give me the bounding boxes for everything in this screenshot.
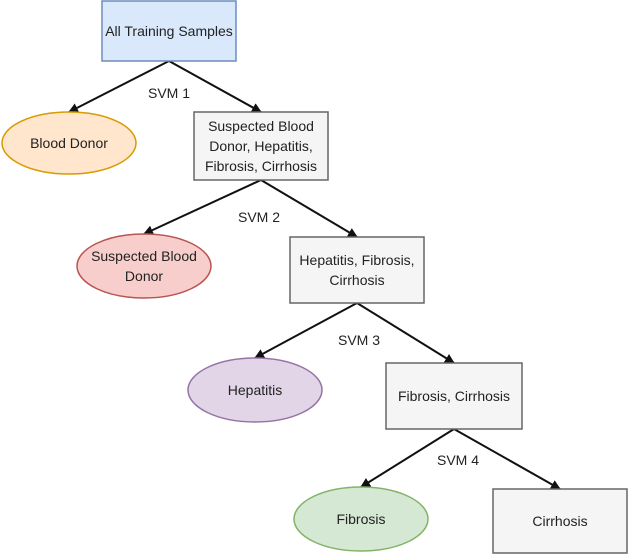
edge-level1-rest-to-level2-rest <box>260 179 358 238</box>
node-label-suspected-blood-donor-line-1: Suspected Blood <box>91 248 197 264</box>
node-shape-level2-rest <box>289 236 425 304</box>
edge-root-to-blood-donor <box>68 60 170 113</box>
node-label-fibrosis-line-1: Fibrosis <box>336 511 385 527</box>
node-hepatitis: Hepatitis <box>187 357 323 423</box>
node-label-hepatitis-line-1: Hepatitis <box>228 382 282 398</box>
node-shape-level3-rest <box>385 362 523 430</box>
node-label-level1-rest-line-2: Donor, Hepatitis, <box>209 138 313 154</box>
node-label-level2-rest-line-2: Cirrhosis <box>329 272 384 288</box>
node-shape-blood-donor <box>1 111 137 175</box>
node-shape-suspected-blood-donor <box>76 233 212 299</box>
node-shape-fibrosis <box>293 486 429 552</box>
edge-level2-rest-to-level3-rest <box>356 302 455 364</box>
node-label-level1-rest-line-1: Suspected Blood <box>208 118 314 134</box>
node-cirrhosis: Cirrhosis <box>492 488 628 554</box>
classifier-labels: SVM 1 SVM 2 SVM 3 SVM 4 <box>148 85 479 468</box>
classifier-label-2: SVM 2 <box>238 209 280 225</box>
node-label-cirrhosis-line-1: Cirrhosis <box>532 513 587 529</box>
edge-level3-rest-to-cirrhosis <box>453 428 561 490</box>
node-label-blood-donor-line-1: Blood Donor <box>30 135 108 151</box>
classifier-label-3: SVM 3 <box>338 332 380 348</box>
edge-root-to-level1-rest <box>168 60 262 113</box>
edge-level2-rest-to-hepatitis <box>254 302 358 359</box>
node-root: All Training Samples <box>101 0 237 62</box>
node-shape-level1-rest <box>193 111 329 181</box>
node-blood-donor: Blood Donor <box>1 111 137 175</box>
classifier-label-1: SVM 1 <box>148 85 190 101</box>
classifier-label-4: SVM 4 <box>437 452 479 468</box>
node-label-root-line-1: All Training Samples <box>105 23 233 39</box>
node-label-level3-rest-line-1: Fibrosis, Cirrhosis <box>398 388 510 404</box>
node-shape-cirrhosis <box>492 488 628 554</box>
node-label-suspected-blood-donor-line-2: Donor <box>125 268 163 284</box>
node-fibrosis: Fibrosis <box>293 486 429 552</box>
node-level2-rest: Hepatitis, Fibrosis, Cirrhosis <box>289 236 425 304</box>
node-label-level2-rest-line-1: Hepatitis, Fibrosis, <box>299 252 414 268</box>
edges <box>68 60 561 490</box>
node-shape-hepatitis <box>187 357 323 423</box>
edge-level3-rest-to-fibrosis <box>360 428 455 488</box>
node-level3-rest: Fibrosis, Cirrhosis <box>385 362 523 430</box>
node-label-level1-rest-line-3: Fibrosis, Cirrhosis <box>205 158 317 174</box>
node-shape-root <box>101 0 237 62</box>
edge-level1-rest-to-suspected-blood-donor <box>143 179 262 235</box>
